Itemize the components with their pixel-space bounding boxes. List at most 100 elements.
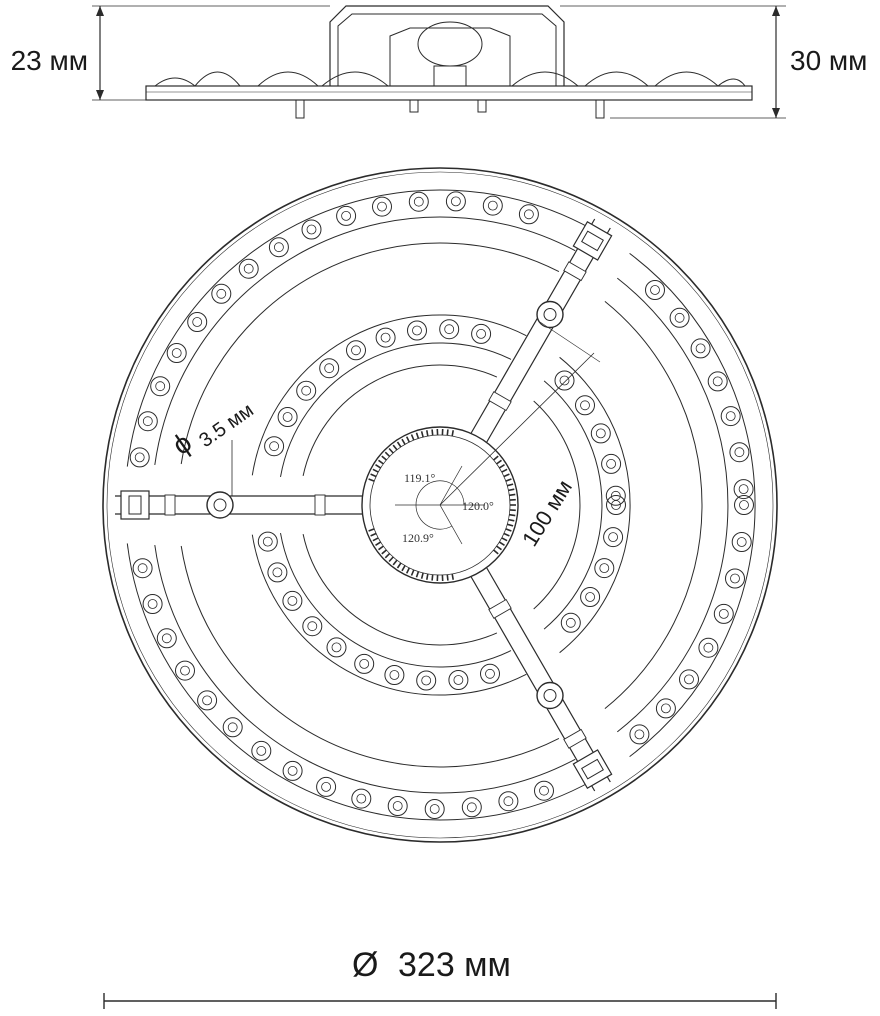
led-outer	[645, 280, 665, 300]
hub-tooth	[375, 464, 382, 469]
led-inner	[603, 527, 624, 548]
led-outer	[731, 532, 752, 552]
arm-clip-latch	[128, 495, 142, 515]
led-inner	[375, 327, 396, 348]
hub-tooth	[446, 429, 449, 436]
led-outer-lens	[306, 224, 317, 235]
inner-ring-edge	[302, 533, 498, 646]
arm-connector	[488, 391, 512, 412]
hub-tooth	[505, 478, 512, 482]
mounting-hole-inner	[213, 498, 227, 512]
led-inner-lens	[307, 621, 318, 632]
led-inner-lens	[262, 536, 273, 547]
angle-ray	[439, 465, 463, 506]
inner-ring-channel	[543, 380, 603, 630]
outer-ring-channel	[616, 277, 729, 733]
led-inner-lens	[559, 375, 570, 386]
side-housing-inner	[337, 13, 557, 86]
hub-tooth	[372, 468, 379, 473]
hub-teeth	[368, 428, 516, 582]
led-inner-lens	[324, 363, 335, 374]
hub-tooth	[446, 574, 449, 581]
led-outer-lens	[661, 703, 671, 714]
hub-tooth	[507, 523, 514, 527]
diameter-dimension: Ø 323 мм	[103, 946, 777, 1009]
led-outer	[187, 312, 208, 332]
led-outer-lens	[734, 447, 745, 458]
arm-clip	[572, 220, 613, 261]
hub-tooth	[392, 444, 398, 451]
led-outer-lens	[739, 500, 749, 510]
led-inner	[554, 370, 575, 391]
led-inner-lens	[331, 642, 342, 653]
arm-clip-latch	[581, 230, 604, 252]
led-outer	[482, 195, 503, 216]
led-outer-lens	[287, 766, 298, 776]
led-outer-lens	[703, 642, 714, 653]
hub-tooth	[493, 549, 499, 555]
side-connector	[433, 65, 467, 87]
led-outer	[137, 411, 158, 432]
hub-tooth	[378, 459, 384, 465]
led-outer	[132, 558, 153, 579]
led-outer	[211, 283, 232, 304]
led-inner	[267, 562, 288, 583]
hub-tooth	[420, 572, 424, 579]
led-inner	[471, 323, 492, 344]
led-inner-lens	[380, 332, 391, 343]
led-outer	[669, 307, 690, 328]
inner-ring-edge	[533, 400, 581, 610]
led-outer	[150, 376, 171, 397]
led-outer-lens	[413, 196, 424, 207]
mounting-hole	[536, 681, 564, 710]
outer-ring-channel	[154, 545, 576, 794]
led-outer	[372, 196, 392, 217]
led-outer	[268, 237, 289, 258]
led-inner-lens	[421, 675, 432, 686]
led-outer-lens	[684, 674, 694, 685]
hub-tooth	[415, 432, 420, 439]
led-inner	[601, 453, 622, 474]
led-outer	[316, 776, 337, 797]
hub-tooth	[508, 488, 515, 492]
led-outer	[679, 669, 699, 690]
hub-tooth	[496, 545, 502, 551]
led-outer	[698, 637, 719, 658]
hub-tooth	[501, 468, 508, 473]
hub-tooth	[388, 447, 394, 454]
led-inner	[594, 558, 615, 579]
led-outer-lens	[524, 209, 534, 220]
led-inner	[277, 407, 298, 427]
led-inner-lens	[444, 324, 455, 335]
hub-tooth	[384, 451, 391, 457]
led-outer-lens	[674, 312, 685, 323]
led-outer-lens	[256, 746, 267, 756]
led-inner-lens	[351, 345, 361, 356]
led-outer	[461, 797, 482, 818]
arm-connector	[563, 728, 587, 749]
mounting-hole	[206, 491, 234, 519]
side-lens	[194, 71, 241, 87]
led-outer-lens	[450, 196, 461, 207]
inner-ring-channel	[559, 356, 631, 654]
led-inner	[319, 358, 340, 379]
led-inner-lens	[595, 428, 606, 439]
led-inner	[346, 340, 366, 361]
led-outer	[498, 791, 519, 812]
hub-tooth	[509, 493, 516, 497]
led-outer-lens	[155, 381, 166, 392]
side-lens	[511, 71, 579, 87]
hub-tooth	[431, 429, 434, 436]
led-outer-lens	[142, 416, 153, 427]
hub-tooth	[410, 569, 415, 576]
angle-label: 120.0°	[462, 499, 494, 513]
outer-ring-edge	[629, 253, 756, 757]
led-inner-lens	[485, 668, 495, 679]
led-outer-lens	[487, 200, 498, 211]
radius-label: 100 мм	[517, 475, 577, 550]
side-housing-core	[389, 27, 511, 86]
hub-tooth	[505, 528, 512, 532]
angle-arc	[415, 504, 453, 530]
led-inner	[296, 380, 317, 401]
